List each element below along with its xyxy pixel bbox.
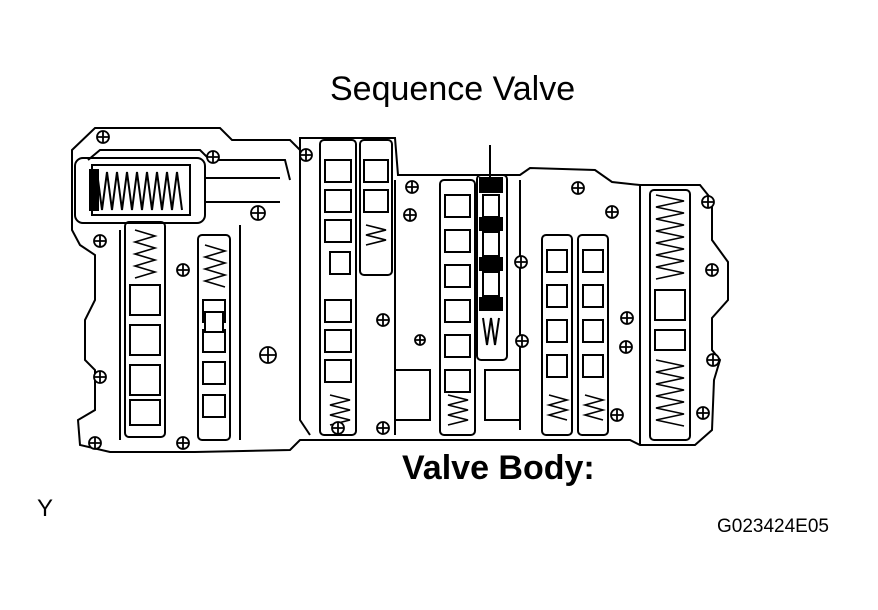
coil-springs: [132, 194, 685, 427]
valve-spools: [129, 159, 686, 426]
corner-letter: Y: [37, 495, 54, 522]
figure-code: G023424E05: [717, 516, 829, 537]
bolt-holes: [88, 130, 720, 450]
horizontal-spring-assembly: [74, 157, 280, 224]
valve-body-housing: [71, 127, 729, 453]
valve-bores: [124, 139, 691, 441]
plug-retainers: [204, 251, 521, 421]
sequence-valve-callout: Sequence Valve: [330, 70, 576, 108]
sequence-valve-spool: [479, 145, 503, 346]
valve-body-caption: Valve Body:: [402, 449, 595, 487]
